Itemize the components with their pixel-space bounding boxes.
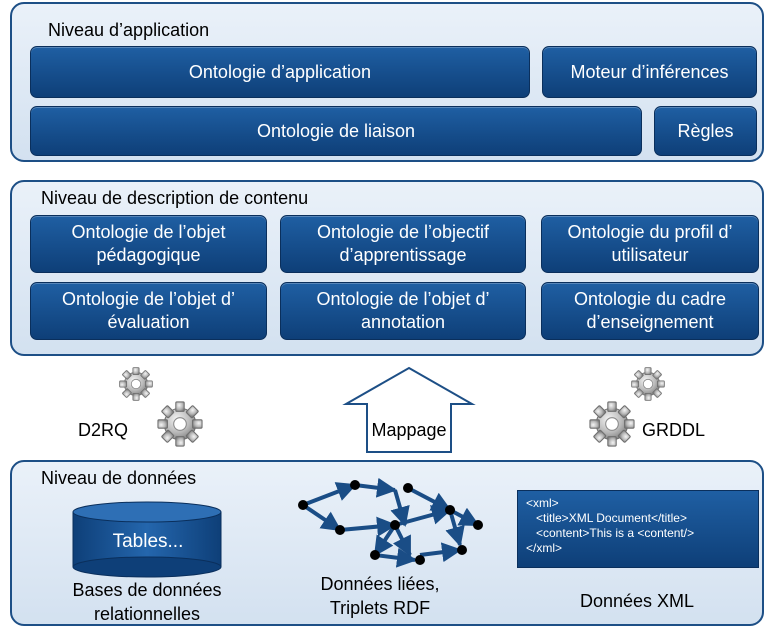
xml-line: <title>XML Document</title> bbox=[526, 511, 687, 525]
mappage-label: Mappage bbox=[371, 420, 447, 440]
learning-objective-ontology-box: Ontologie de l’objectif d’apprentissage bbox=[280, 215, 526, 273]
user-profile-ontology-box: Ontologie du profil d’ utilisateur bbox=[541, 215, 759, 273]
cylinder-label: Tables... bbox=[112, 531, 184, 552]
evaluation-object-ontology-box: Ontologie de l’objet d’ évaluation bbox=[30, 282, 267, 340]
application-ontology-box: Ontologie d’application bbox=[30, 46, 530, 98]
d2rq-label: D2RQ bbox=[78, 420, 129, 440]
xml-line: <xml> bbox=[526, 496, 559, 510]
grddl-label: GRDDL bbox=[642, 420, 706, 440]
mappage-arrow bbox=[342, 366, 476, 453]
database-cylinder-icon bbox=[72, 501, 222, 578]
xml-line: </xml> bbox=[526, 541, 563, 555]
linked-data-label: Données liées, Triplets RDF bbox=[320, 574, 440, 618]
pedagogical-object-ontology-box: Ontologie de l’objet pédagogique bbox=[30, 215, 267, 273]
content-level-title: Niveau de description de contenu bbox=[41, 188, 309, 208]
xml-document-box: <xml> <title>XML Document</title> <conte… bbox=[517, 490, 759, 568]
data-level-title: Niveau de données bbox=[41, 468, 197, 488]
inference-engine-box: Moteur d’inférences bbox=[542, 46, 757, 98]
application-level-title: Niveau d’application bbox=[48, 20, 210, 40]
relational-db-label: Bases de données relationnelles bbox=[72, 580, 222, 624]
xml-data-label: Données XML bbox=[579, 591, 695, 611]
rdf-graph-icon bbox=[301, 477, 480, 568]
annotation-object-ontology-box: Ontologie de l’objet d’ annotation bbox=[280, 282, 526, 340]
xml-line: <content>This is a <content/> bbox=[526, 526, 695, 540]
rules-box: Règles bbox=[654, 106, 757, 156]
linking-ontology-box: Ontologie de liaison bbox=[30, 106, 642, 156]
teaching-context-ontology-box: Ontologie du cadre d’enseignement bbox=[541, 282, 759, 340]
